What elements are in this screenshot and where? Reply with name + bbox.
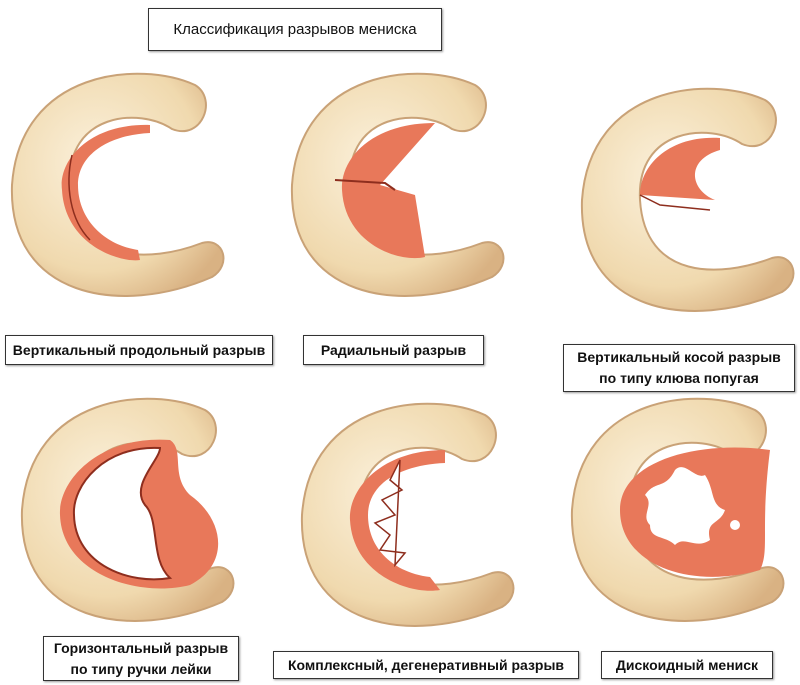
label-text: по типу ручки лейки: [70, 660, 212, 677]
title-text: Классификация разрывов мениска: [173, 21, 417, 38]
label-vertical-longitudinal: Вертикальный продольный разрыв: [5, 335, 273, 365]
label-text: Радиальный разрыв: [320, 341, 467, 358]
label-radial: Радиальный разрыв: [303, 335, 484, 365]
label-parrot-beak: Вертикальный косой разрыв по типу клюва п…: [563, 344, 795, 392]
label-complex-degenerative: Комплексный, дегенеративный разрыв: [273, 651, 579, 679]
label-text: Дискоидный мениск: [615, 656, 759, 673]
label-text: Комплексный, дегенеративный разрыв: [287, 656, 565, 673]
meniscus-parrot-beak-tear: [580, 87, 795, 312]
label-text: Вертикальный продольный разрыв: [12, 341, 266, 358]
label-bucket-handle: Горизонтальный разрыв по типу ручки лейки: [43, 636, 239, 681]
meniscus-discoid: [570, 397, 785, 622]
meniscus-bucket-handle-tear: [20, 397, 235, 622]
label-text: по типу клюва попугая: [599, 370, 759, 386]
label-discoid: Дискоидный мениск: [601, 651, 773, 679]
meniscus-complex-degenerative-tear: [300, 402, 515, 627]
label-text: Горизонтальный разрыв: [53, 639, 229, 656]
meniscus-radial-tear: [290, 72, 505, 297]
meniscus-vertical-longitudinal-tear: [10, 72, 225, 297]
label-text: Вертикальный косой разрыв: [577, 349, 781, 365]
page-title: Классификация разрывов мениска: [148, 8, 442, 51]
